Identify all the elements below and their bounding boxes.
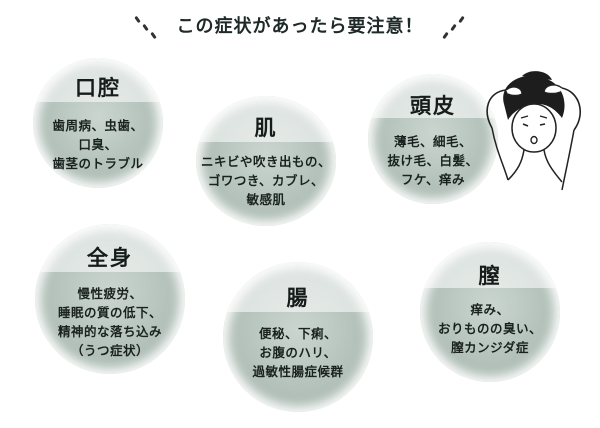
- circle-line: 過敏性腸症候群: [252, 364, 344, 379]
- circle-line: ゴワつき、カブレ、: [207, 173, 325, 188]
- circle-line: お腹のハリ、: [259, 345, 337, 360]
- circle-line: 薄毛、細毛、: [393, 134, 472, 149]
- circle-skin: 肌 ニキビや吹き出もの、 ゴワつき、カブレ、 敏感肌: [196, 96, 336, 226]
- circle-whole-body: 全身 慢性疲労、 睡眠の質の低下、 精神的な落ち込み （うつ症状）: [35, 224, 185, 374]
- circle-line: 便秘、下痢、: [258, 326, 337, 341]
- circle-line: 慢性疲労、: [77, 286, 143, 301]
- circle-line: 敏感肌: [246, 192, 286, 207]
- circle-body: 便秘、下痢、 お腹のハリ、 過敏性腸症候群: [223, 324, 373, 381]
- circle-line: 痒み、: [470, 302, 510, 317]
- circle-oral: 口腔 歯周病、虫歯、 口臭、 歯茎のトラブル: [33, 58, 163, 188]
- circle-line: 歯周病、虫歯、: [52, 118, 144, 133]
- circle-line: 膣カンジダ症: [451, 340, 529, 355]
- circle-body: ニキビや吹き出もの、 ゴワつき、カブレ、 敏感肌: [196, 152, 336, 209]
- worried-person-illustration: [486, 71, 582, 191]
- circle-body: 痒み、 おりものの臭い、 膣カンジダ症: [420, 300, 560, 357]
- circle-vagina: 膣 痒み、 おりものの臭い、 膣カンジダ症: [420, 242, 560, 382]
- circle-line: 口臭、: [78, 137, 118, 152]
- circle-title: 膣: [478, 264, 502, 288]
- circle-title: 頭皮: [410, 94, 456, 118]
- circle-body: 慢性疲労、 睡眠の質の低下、 精神的な落ち込み （うつ症状）: [35, 284, 185, 360]
- heading-title: この症状があったら要注意！: [176, 16, 424, 37]
- circle-line: 睡眠の質の低下、: [57, 305, 162, 320]
- circle-title: 全身: [87, 246, 133, 270]
- circle-scalp: 頭皮 薄毛、細毛、 抜け毛、白髪、 フケ、痒み: [368, 74, 498, 204]
- heading-dashes-right: [436, 12, 472, 42]
- circle-line: 歯茎のトラブル: [52, 156, 144, 171]
- circle-line: 抜け毛、白髪、: [387, 153, 479, 168]
- circle-body: 薄毛、細毛、 抜け毛、白髪、 フケ、痒み: [368, 132, 498, 189]
- circle-line: おりものの臭い、: [437, 321, 542, 336]
- circle-title: 腸: [286, 286, 310, 310]
- circle-line: （うつ症状）: [70, 343, 149, 358]
- circle-title: 口腔: [75, 76, 121, 100]
- circle-intestine: 腸 便秘、下痢、 お腹のハリ、 過敏性腸症候群: [223, 262, 373, 412]
- circle-line: ニキビや吹き出もの、: [200, 154, 331, 169]
- circle-line: フケ、痒み: [400, 172, 465, 187]
- circle-title: 肌: [254, 116, 278, 140]
- circle-line: 精神的な落ち込み: [57, 324, 162, 339]
- heading: この症状があったら要注意！: [0, 12, 600, 42]
- circle-body: 歯周病、虫歯、 口臭、 歯茎のトラブル: [33, 116, 163, 173]
